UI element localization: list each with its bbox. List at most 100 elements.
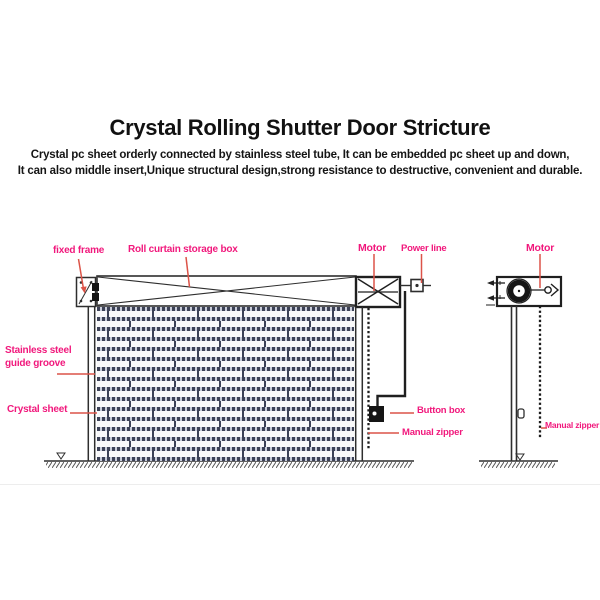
steel-tube-row bbox=[97, 447, 354, 451]
sheet-divider bbox=[219, 321, 221, 327]
fixed-frame-drawing bbox=[75, 276, 99, 308]
sheet-divider bbox=[264, 361, 266, 367]
sheet-divider bbox=[242, 351, 244, 357]
crystal-sheet-row bbox=[97, 381, 354, 387]
label-manual-zipper-front: Manual zipper bbox=[402, 427, 463, 438]
right-guide-rail bbox=[354, 307, 364, 461]
side-mount-arrows bbox=[486, 280, 505, 306]
sheet-divider bbox=[264, 381, 266, 387]
sheet-divider bbox=[287, 311, 289, 317]
sheet-divider bbox=[287, 391, 289, 397]
image-bottom-edge-line bbox=[0, 484, 600, 485]
crystal-sheet-row bbox=[97, 421, 354, 427]
sheet-divider bbox=[264, 321, 266, 327]
crystal-sheet-row bbox=[97, 401, 354, 407]
sheet-divider bbox=[309, 441, 311, 447]
sheet-divider bbox=[332, 431, 334, 437]
leader-fixed-frame bbox=[77, 258, 85, 290]
sheet-divider bbox=[332, 351, 334, 357]
steel-tube-row bbox=[97, 377, 354, 381]
sheet-divider bbox=[309, 361, 311, 367]
sheet-divider bbox=[309, 321, 311, 327]
label-leader-lines bbox=[57, 254, 547, 434]
ground-front bbox=[44, 452, 414, 468]
label-stainless-steel-line1: Stainless steel bbox=[5, 345, 72, 356]
sheet-divider bbox=[309, 401, 311, 407]
steel-tube-row bbox=[97, 457, 354, 461]
page-title: Crystal Rolling Shutter Door Stricture bbox=[109, 115, 491, 140]
sheet-divider bbox=[219, 441, 221, 447]
power-connector-drawing bbox=[400, 278, 431, 293]
steel-tube-row bbox=[97, 367, 354, 371]
sheet-divider bbox=[197, 311, 199, 317]
sheet-divider bbox=[219, 341, 221, 347]
sheet-divider bbox=[129, 321, 131, 327]
crystal-sheet-row bbox=[97, 411, 354, 417]
label-roll-curtain-storage-box: Roll curtain storage box bbox=[128, 244, 238, 255]
sheet-divider bbox=[152, 331, 154, 337]
ground-side bbox=[479, 453, 558, 468]
crystal-sheet-row bbox=[97, 451, 354, 457]
side-guide-rail bbox=[510, 306, 518, 461]
sheet-divider bbox=[129, 341, 131, 347]
sheet-divider bbox=[107, 331, 109, 337]
sheet-divider bbox=[219, 421, 221, 427]
sheet-divider bbox=[332, 391, 334, 397]
subtitle-line-1: Crystal pc sheet orderly connected by st… bbox=[30, 149, 570, 161]
sheet-divider bbox=[174, 361, 176, 367]
sheet-divider bbox=[197, 371, 199, 377]
sheet-divider bbox=[129, 361, 131, 367]
sheet-divider bbox=[242, 331, 244, 337]
sheet-divider bbox=[242, 411, 244, 417]
sheet-divider bbox=[152, 451, 154, 457]
label-motor-side: Motor bbox=[526, 242, 555, 254]
crystal-sheet-row bbox=[97, 371, 354, 377]
sheet-divider bbox=[107, 351, 109, 357]
motor-box-front-drawing bbox=[354, 275, 402, 309]
label-stainless-steel-guide-groove: Stainless steel guide groove bbox=[5, 345, 72, 370]
sheet-divider bbox=[332, 451, 334, 457]
sheet-divider bbox=[197, 411, 199, 417]
steel-tube-row bbox=[97, 417, 354, 421]
sheet-divider bbox=[107, 431, 109, 437]
sheet-divider bbox=[107, 371, 109, 377]
sheet-divider bbox=[197, 451, 199, 457]
sheet-divider bbox=[309, 341, 311, 347]
sheet-divider bbox=[197, 331, 199, 337]
sheet-divider bbox=[332, 311, 334, 317]
sheet-divider bbox=[264, 341, 266, 347]
sheet-divider bbox=[152, 371, 154, 377]
sheet-divider bbox=[107, 451, 109, 457]
label-crystal-sheet: Crystal sheet bbox=[7, 404, 68, 415]
sheet-divider bbox=[174, 341, 176, 347]
sheet-divider bbox=[197, 431, 199, 437]
sheet-divider bbox=[174, 441, 176, 447]
crystal-sheet-row bbox=[97, 331, 354, 337]
sheet-divider bbox=[287, 411, 289, 417]
crystal-sheet-row bbox=[97, 441, 354, 447]
sheet-divider bbox=[174, 381, 176, 387]
motor-box-side-drawing bbox=[495, 275, 563, 308]
sheet-divider bbox=[309, 381, 311, 387]
subtitle-line-2: It can also middle insert,Unique structu… bbox=[17, 165, 583, 177]
crystal-sheet-row bbox=[97, 341, 354, 347]
roll-curtain-storage-box-drawing bbox=[96, 275, 357, 307]
sheet-divider bbox=[152, 411, 154, 417]
steel-tube-row bbox=[97, 387, 354, 391]
sheet-divider bbox=[219, 381, 221, 387]
button-box-drawing bbox=[369, 406, 384, 422]
crystal-sheet-row bbox=[97, 361, 354, 367]
sheet-divider bbox=[197, 391, 199, 397]
crystal-sheet-row bbox=[97, 311, 354, 317]
sheet-divider bbox=[287, 451, 289, 457]
sheet-divider bbox=[242, 391, 244, 397]
steel-tube-row bbox=[97, 357, 354, 361]
sheet-divider bbox=[242, 371, 244, 377]
sheet-divider bbox=[332, 331, 334, 337]
label-power-line: Power line bbox=[401, 243, 447, 254]
steel-tube-row bbox=[97, 397, 354, 401]
leader-fixed-frame-arrowhead bbox=[80, 286, 87, 294]
sheet-divider bbox=[152, 351, 154, 357]
